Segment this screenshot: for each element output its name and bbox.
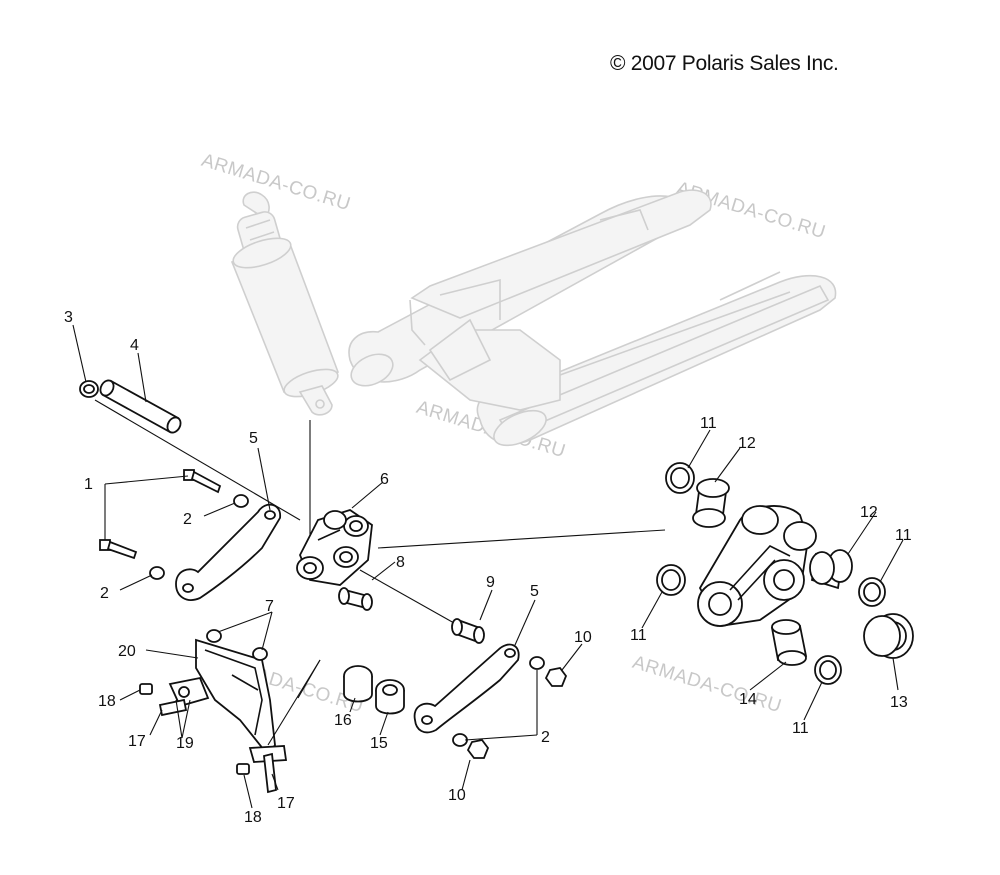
connector-line (377, 529, 666, 549)
callout-14: 14 (739, 691, 757, 708)
bushing-part-8 (338, 587, 373, 611)
callout-6: 6 (380, 471, 389, 488)
rocker-arm-assembly-right (697, 505, 817, 627)
cap-part-18a (139, 683, 153, 695)
cap-part-18b (236, 763, 250, 775)
callout-7: 7 (265, 598, 274, 615)
seal-ring-11c-hole (863, 582, 881, 602)
rear-shock-absorber-icon (230, 191, 340, 416)
leader-lines (72, 324, 904, 809)
callout-5: 5 (530, 583, 539, 600)
bushing-part-12b (809, 549, 853, 590)
callout-2: 2 (541, 729, 550, 746)
callout-18: 18 (98, 693, 116, 710)
nut-part (466, 739, 490, 759)
callout-20: 20 (118, 643, 136, 660)
seal-ring-11a-hole (670, 467, 690, 489)
linkage-bracket-icon (168, 629, 288, 763)
swingarm-icon (348, 189, 837, 447)
callout-12: 12 (738, 435, 756, 452)
callout-11: 11 (630, 627, 647, 644)
bushing-part-14 (770, 619, 808, 666)
axle-line-2 (359, 569, 471, 633)
callout-1: 1 (84, 476, 93, 493)
callout-8: 8 (396, 554, 405, 571)
callout-11: 11 (700, 415, 717, 432)
callout-5: 5 (249, 430, 258, 447)
bushing-part-12a (692, 478, 730, 528)
washer-part (529, 656, 545, 670)
callout-labels: 3 4 1 2 2 5 6 8 9 5 10 7 20 18 17 19 16 … (64, 309, 912, 826)
o-ring-hole (83, 384, 95, 394)
callout-10: 10 (574, 629, 592, 646)
callout-12: 12 (860, 504, 878, 521)
washer-part (452, 733, 468, 747)
bushing-part-16 (343, 665, 373, 703)
axle-line (94, 399, 301, 521)
callout-11: 11 (895, 527, 912, 544)
rocker-arm-icon (296, 509, 373, 586)
bushing-part-9 (451, 618, 485, 644)
bearing-part-13 (863, 613, 914, 659)
callout-15: 15 (370, 735, 388, 752)
callout-10: 10 (448, 787, 466, 804)
callout-17: 17 (128, 733, 146, 750)
copyright-notice: © 2007 Polaris Sales Inc. (610, 52, 839, 75)
bolt-part-17b (263, 752, 277, 794)
callout-3: 3 (64, 309, 73, 326)
bolt-part-lower (99, 539, 138, 560)
seal-ring-11b-hole (661, 569, 681, 591)
callout-13: 13 (890, 694, 908, 711)
callout-11: 11 (792, 720, 809, 737)
bolt-part-upper (183, 469, 222, 494)
callout-2: 2 (100, 585, 109, 602)
nut-part (544, 667, 568, 687)
callout-4: 4 (130, 337, 139, 354)
bolt-part-17a (158, 698, 188, 717)
callout-2: 2 (183, 511, 192, 528)
pivot-pin-part (99, 379, 182, 434)
bushing-part-15 (375, 679, 405, 715)
link-part-left (175, 503, 281, 601)
link-part-right (413, 643, 520, 734)
callout-17: 17 (277, 795, 295, 812)
seal-ring-11d-hole (819, 660, 837, 680)
callout-18: 18 (244, 809, 262, 826)
callout-19: 19 (176, 735, 194, 752)
callout-9: 9 (486, 574, 495, 591)
washer-part (233, 494, 249, 508)
callout-16: 16 (334, 712, 352, 729)
washer-part (149, 566, 165, 580)
